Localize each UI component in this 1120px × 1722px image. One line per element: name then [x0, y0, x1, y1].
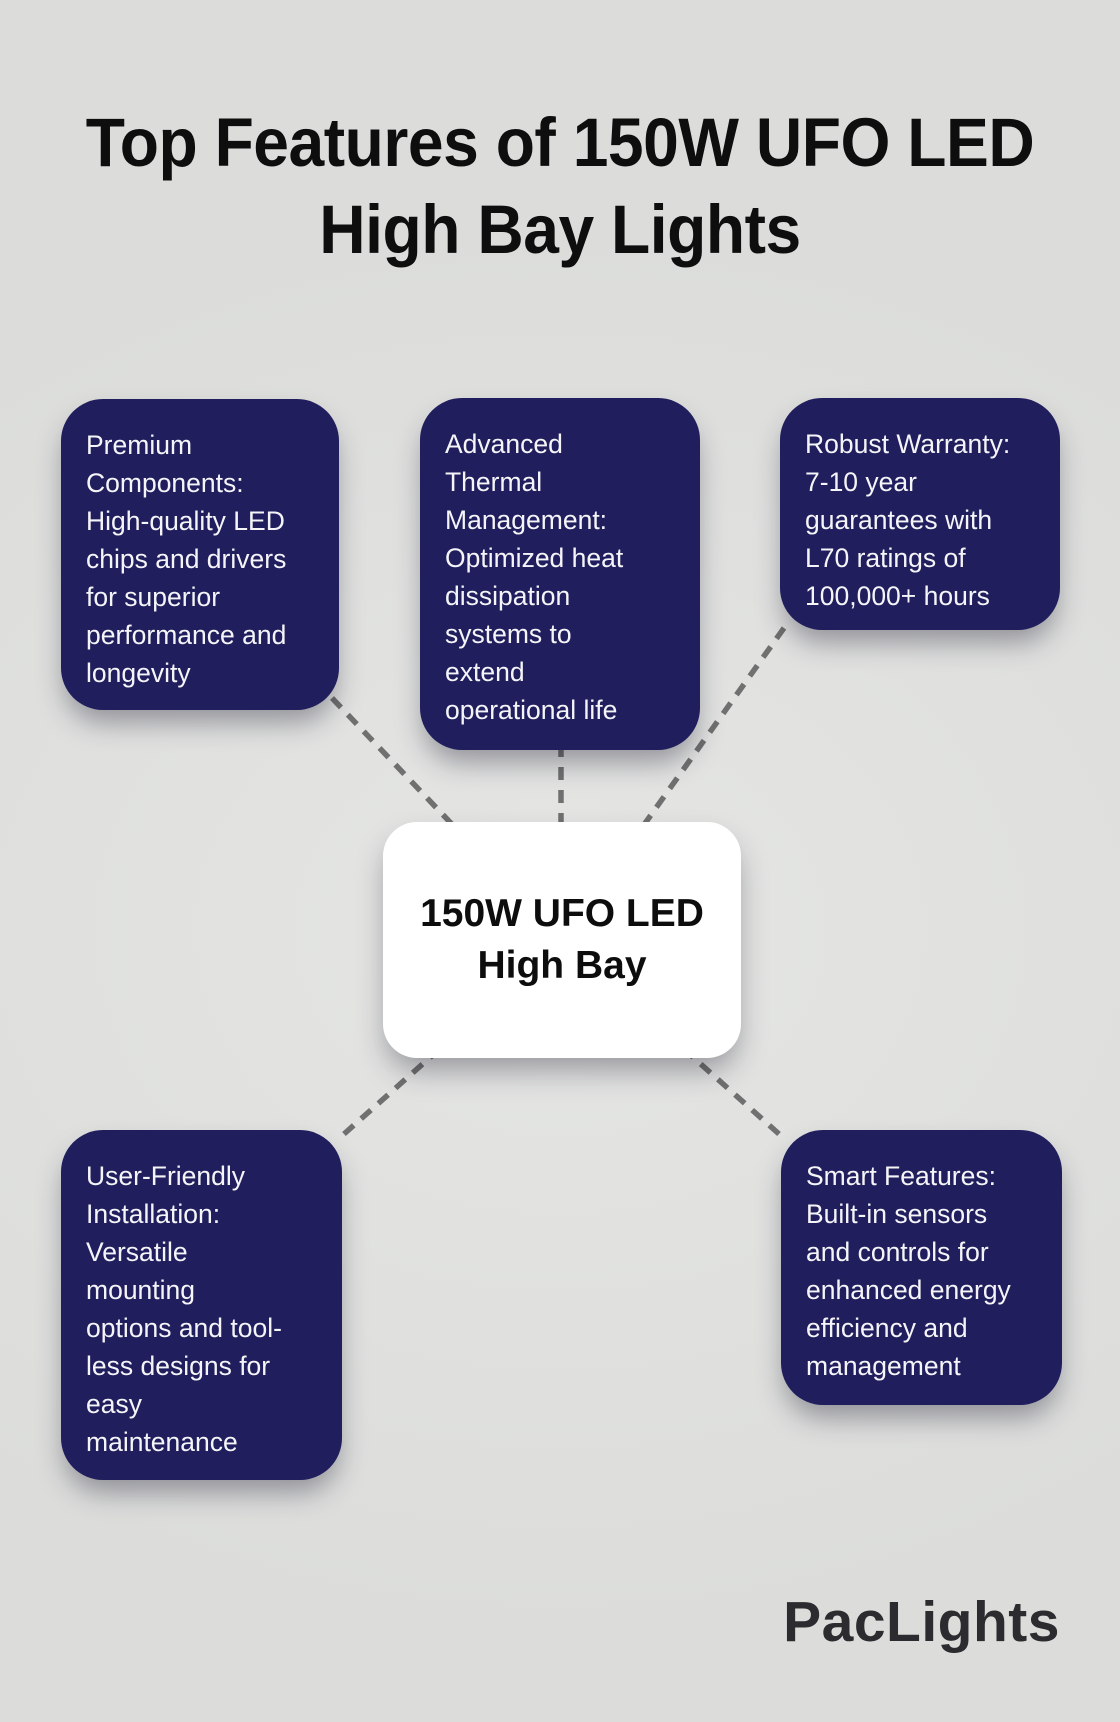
feature-card-thermal-management: Advanced Thermal Management: Optimized h… [420, 398, 700, 750]
feature-card-user-friendly-installation: User-Friendly Installation: Versatile mo… [61, 1130, 342, 1480]
feature-card-smart-features-text: Smart Features: Built-in sensors and con… [806, 1161, 1011, 1381]
feature-card-thermal-management-text: Advanced Thermal Management: Optimized h… [445, 429, 624, 725]
feature-card-robust-warranty-text: Robust Warranty: 7-10 year guarantees wi… [805, 429, 1011, 611]
feature-card-premium-components: Premium Components: High-quality LED chi… [61, 399, 339, 710]
brand-logo: PacLights [783, 1590, 1060, 1654]
page-title: Top Features of 150W UFO LED High Bay Li… [85, 104, 1035, 268]
center-node: 150W UFO LED High Bay [383, 822, 741, 1058]
feature-card-smart-features: Smart Features: Built-in sensors and con… [781, 1130, 1062, 1405]
connector-robust-warranty-line [559, 626, 787, 942]
feature-card-user-friendly-installation-text: User-Friendly Installation: Versatile mo… [86, 1161, 282, 1457]
feature-card-robust-warranty: Robust Warranty: 7-10 year guarantees wi… [780, 398, 1060, 630]
feature-card-premium-components-text: Premium Components: High-quality LED chi… [86, 430, 287, 688]
